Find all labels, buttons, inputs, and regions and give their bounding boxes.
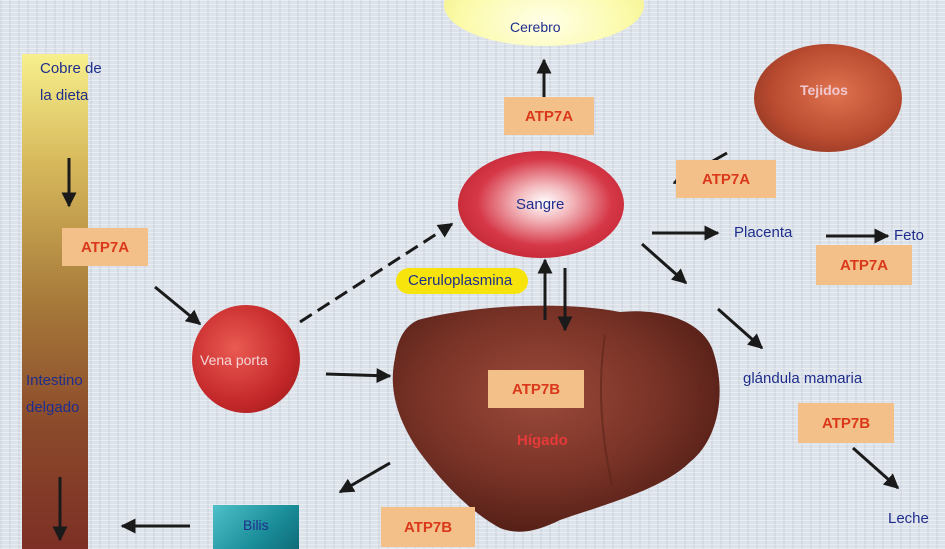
cerebro-label: Cerebro — [510, 18, 561, 36]
sangre-label: Sangre — [516, 196, 564, 214]
vena-porta-label: Vena porta — [200, 351, 268, 369]
arrow-liver-to-bilis — [340, 463, 390, 492]
intestino-label-line2: delgado — [26, 399, 79, 417]
placenta-label: Placenta — [734, 224, 792, 242]
arrow-to-leche — [853, 448, 898, 488]
arrow-intestine-to-vena — [155, 287, 200, 324]
tejidos-label: Tejidos — [800, 81, 848, 99]
intestino-label-line1: Intestino — [26, 372, 83, 390]
atp7a-brain-box: ATP7A — [504, 97, 594, 135]
atp7a-intestine-box: ATP7A — [62, 228, 148, 266]
feto-label: Feto — [894, 227, 924, 245]
glandula-mamaria-label: glándula mamaria — [743, 370, 862, 388]
arrow-to-glandula — [718, 309, 762, 348]
ceruloplasmina-label: Ceruloplasmina — [408, 272, 512, 290]
bilis-label: Bilis — [243, 516, 269, 534]
arrow-vena-to-liver — [326, 374, 390, 376]
atp7a-placenta-box: ATP7A — [816, 245, 912, 285]
higado-label: Hígado — [517, 432, 568, 450]
cobre-label-line2: la dieta — [40, 87, 88, 105]
arrow-sangre-to-placenta-down — [642, 244, 686, 283]
atp7b-mammary-box: ATP7B — [798, 403, 894, 443]
cobre-label-line1: Cobre de — [40, 60, 102, 78]
atp7b-bile-box: ATP7B — [381, 507, 475, 547]
atp7b-liver-box: ATP7B — [488, 370, 584, 408]
leche-label: Leche — [888, 510, 929, 528]
atp7a-tissues-box: ATP7A — [676, 160, 776, 198]
